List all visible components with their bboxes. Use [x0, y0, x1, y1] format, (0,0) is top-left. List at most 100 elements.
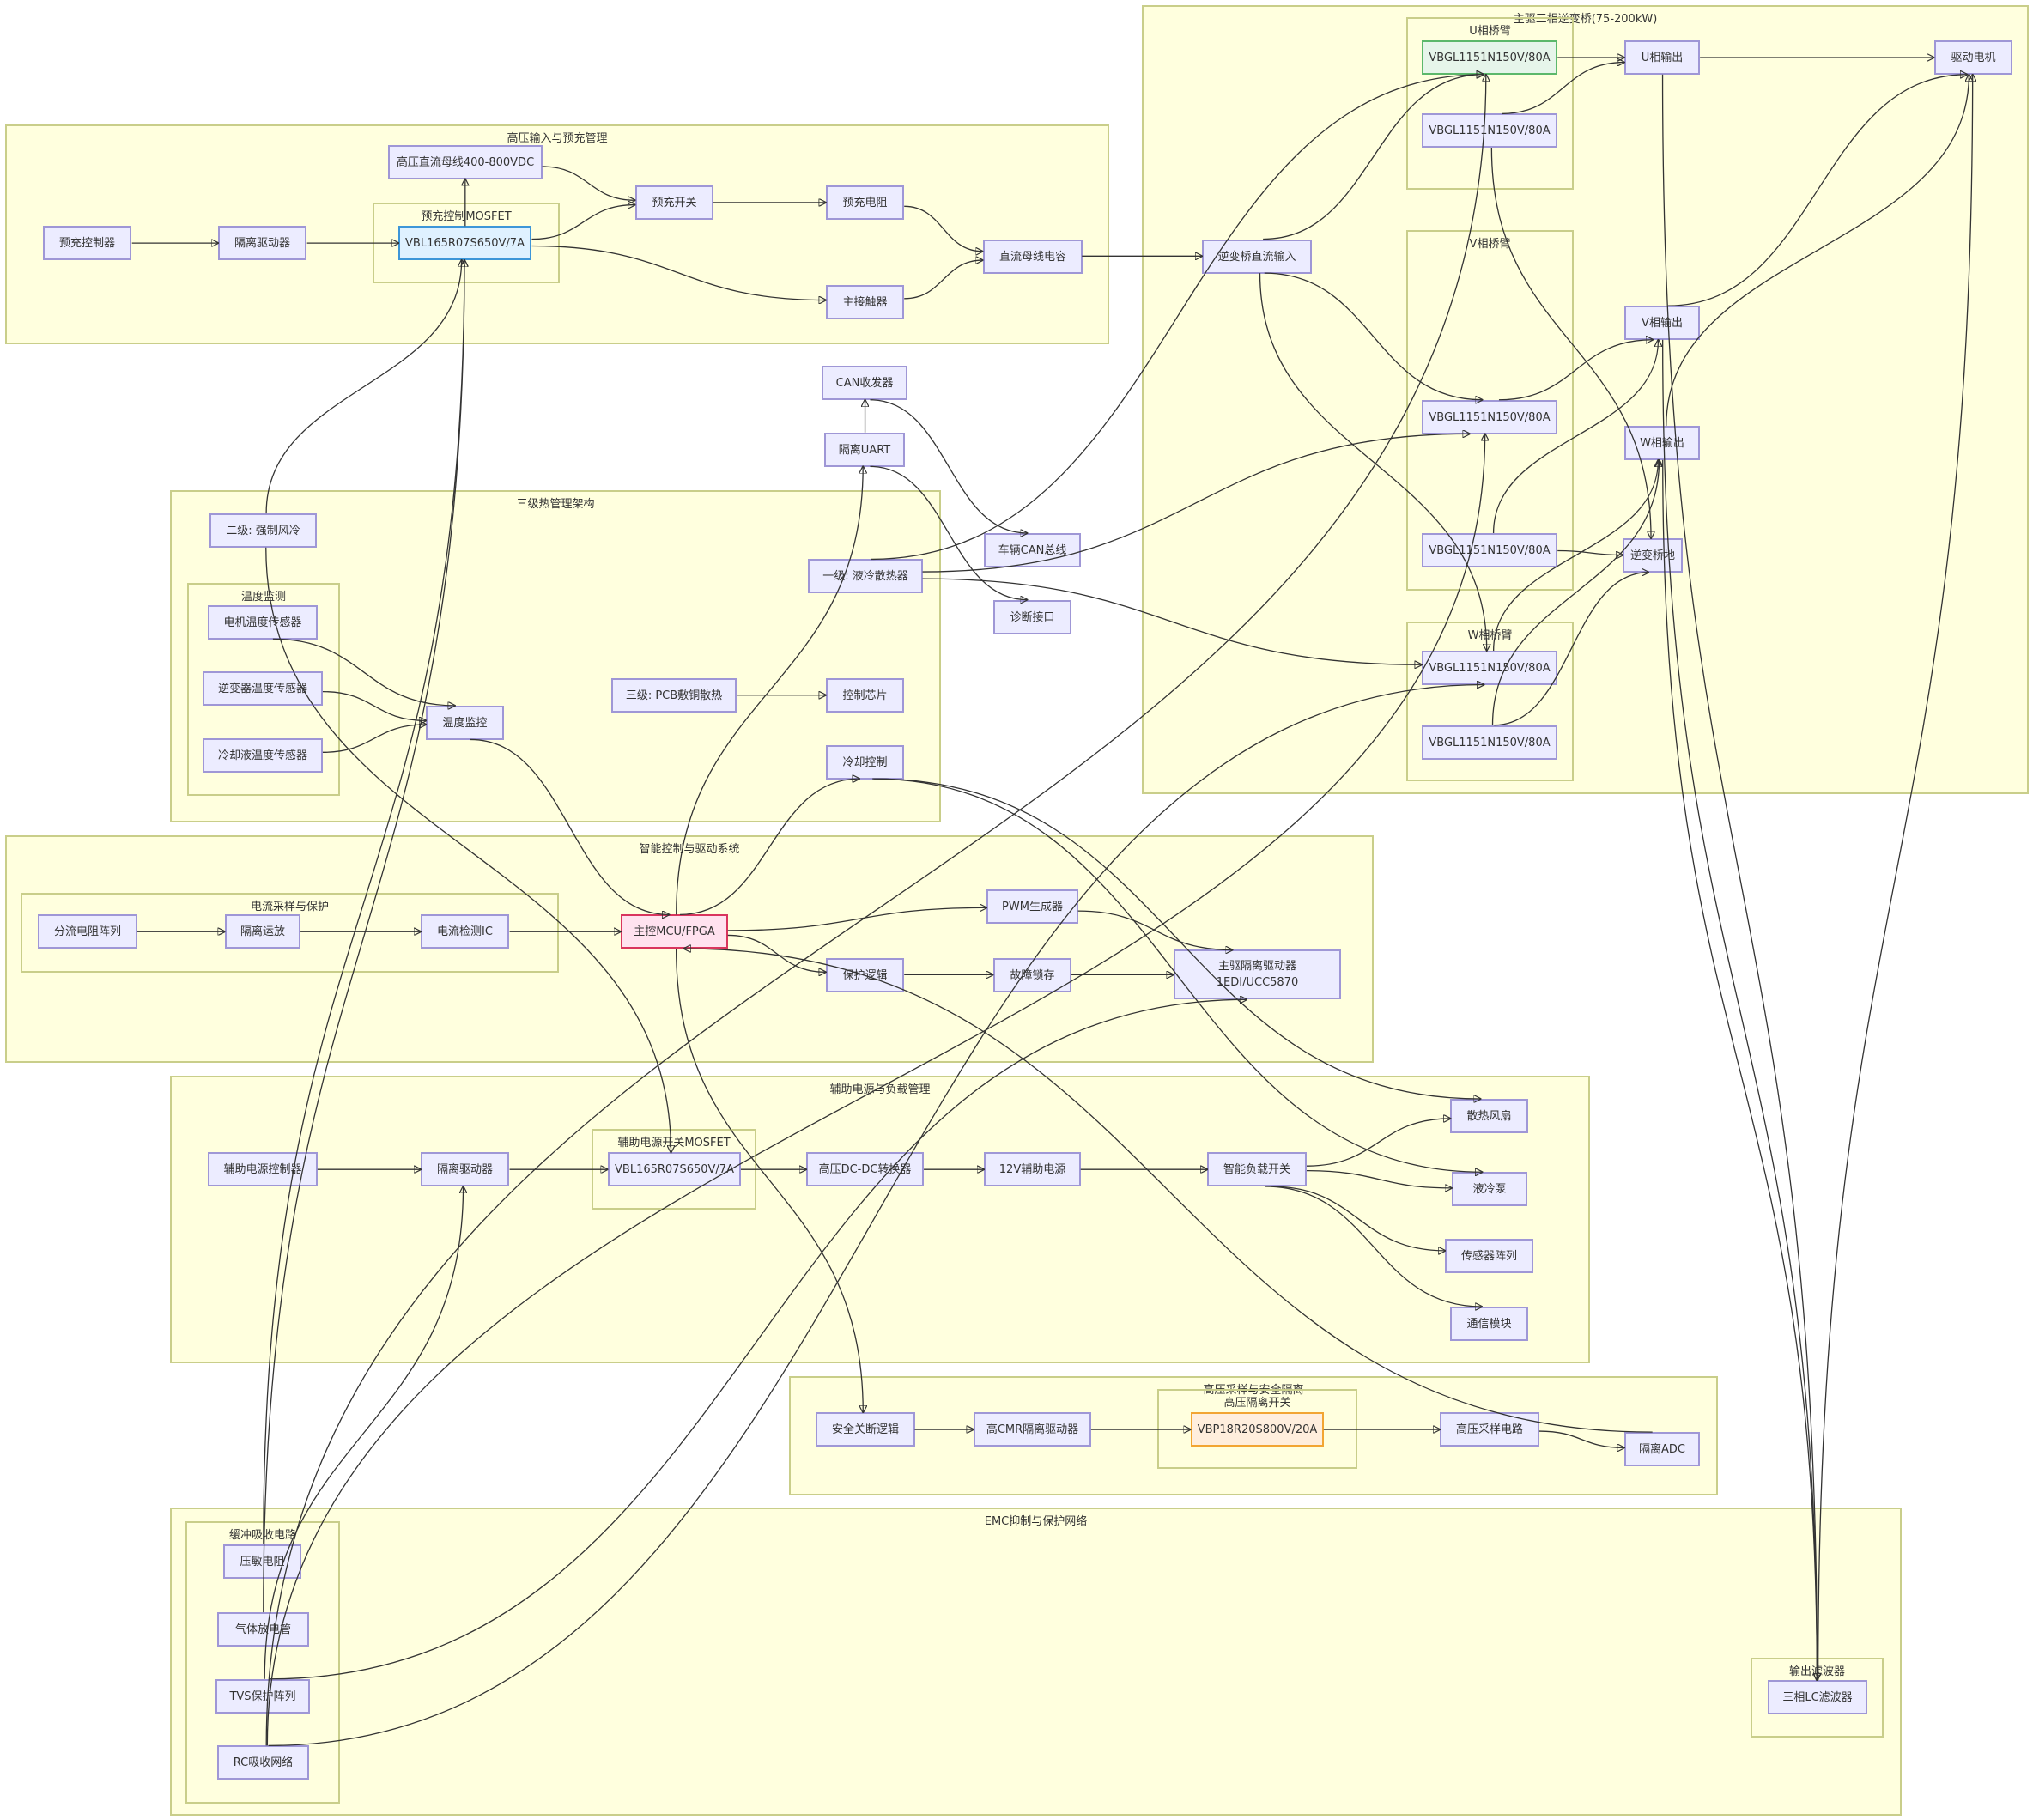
node-motor-temp[interactable]: 电机温度传感器: [208, 605, 318, 640]
node-varistor[interactable]: 压敏电阻: [223, 1544, 301, 1579]
node-cmr-driver[interactable]: 高CMR隔离驱动器: [974, 1412, 1091, 1447]
node-main-driver[interactable]: 主驱隔离驱动器 1EDI/UCC5870: [1174, 949, 1341, 999]
cluster-title: 三级热管理架构: [516, 498, 595, 511]
node-label: 车辆CAN总线: [998, 543, 1067, 557]
node-v-out[interactable]: V相输出: [1624, 306, 1700, 340]
node-precharge-ctrl[interactable]: 预充控制器: [43, 226, 131, 260]
node-mcu[interactable]: 主控MCU/FPGA: [621, 914, 728, 949]
node-u-high[interactable]: VBGL1151N150V/80A: [1422, 40, 1557, 75]
node-pump[interactable]: 液冷泵: [1452, 1172, 1527, 1206]
node-coolant-temp[interactable]: 冷却液温度传感器: [203, 738, 323, 773]
node-dc-cap[interactable]: 直流母线电容: [983, 240, 1083, 274]
node-smart-switch[interactable]: 智能负载开关: [1207, 1152, 1307, 1186]
node-inv-temp[interactable]: 逆变器温度传感器: [203, 671, 323, 706]
node-label: 辅助电源控制器: [223, 1162, 302, 1176]
node-u-out[interactable]: U相输出: [1624, 40, 1700, 75]
node-motor[interactable]: 驱动电机: [1934, 40, 2012, 75]
node-prot-logic[interactable]: 保护逻辑: [826, 958, 904, 992]
node-iso-adc[interactable]: 隔离ADC: [1624, 1432, 1700, 1466]
node-v-low[interactable]: VBGL1151N150V/80A: [1422, 533, 1557, 567]
node-safety-off[interactable]: 安全关断逻辑: [816, 1412, 915, 1447]
node-vehicle-can[interactable]: 车辆CAN总线: [984, 533, 1081, 567]
node-lc-filter[interactable]: 三相LC滤波器: [1768, 1680, 1867, 1714]
node-u-low[interactable]: VBGL1151N150V/80A: [1422, 113, 1557, 148]
node-lvl1-liquid[interactable]: 一级: 液冷散热器: [808, 559, 923, 593]
node-pre-switch[interactable]: 预充开关: [635, 185, 713, 220]
node-label: 电机温度传感器: [223, 616, 302, 629]
node-label: 安全关断逻辑: [831, 1423, 899, 1436]
node-label: 通信模块: [1466, 1317, 1512, 1331]
node-label: 隔离驱动器: [234, 236, 290, 250]
node-hv-dcdc[interactable]: 高压DC-DC转换器: [806, 1152, 924, 1186]
node-v-high[interactable]: VBGL1151N150V/80A: [1422, 400, 1557, 434]
node-main-contactor[interactable]: 主接触器: [826, 285, 904, 319]
node-pre-resistor[interactable]: 预充电阻: [826, 185, 904, 220]
node-pre-mosfet[interactable]: VBL165R07S650V/7A: [398, 226, 531, 260]
node-pwm[interactable]: PWM生成器: [986, 889, 1078, 924]
cluster-title: EMC抑制与保护网络: [984, 1515, 1088, 1528]
cluster-inverter: 主驱三相逆变桥(75-200kW): [1142, 5, 2029, 794]
node-label: 三级: PCB敷铜散热: [625, 689, 723, 702]
node-label: VBGL1151N150V/80A: [1429, 736, 1551, 749]
cluster-title: 智能控制与驱动系统: [639, 843, 740, 856]
node-ctrl-chip[interactable]: 控制芯片: [826, 678, 904, 713]
node-label: 主控MCU/FPGA: [634, 925, 715, 938]
node-hv-bus[interactable]: 高压直流母线400-800VDC: [388, 145, 543, 179]
node-iso-amp[interactable]: 隔离运放: [225, 914, 300, 949]
node-inv-dc-in[interactable]: 逆变桥直流输入: [1202, 240, 1312, 274]
node-label: 隔离UART: [838, 443, 891, 457]
node-iso-uart[interactable]: 隔离UART: [824, 433, 905, 467]
node-cool-ctrl[interactable]: 冷却控制: [826, 745, 904, 780]
node-can-tx[interactable]: CAN收发器: [822, 366, 907, 400]
cluster-title: 辅助电源与负载管理: [829, 1083, 931, 1096]
node-label: PWM生成器: [1002, 900, 1063, 913]
node-hv-sample-ckt[interactable]: 高压采样电路: [1440, 1412, 1539, 1447]
cluster-aux-power: 辅助电源与负载管理: [170, 1076, 1590, 1363]
node-label: W相输出: [1640, 436, 1684, 450]
node-sensor-array[interactable]: 传感器阵列: [1445, 1239, 1533, 1273]
cluster-title: 温度监测: [240, 591, 286, 604]
node-temp-mon[interactable]: 温度监控: [426, 706, 504, 740]
cluster-title: 输出滤波器: [1788, 1665, 1845, 1678]
node-comm-module[interactable]: 通信模块: [1450, 1307, 1528, 1341]
node-w-out[interactable]: W相输出: [1624, 426, 1700, 460]
node-label: 主驱隔离驱动器 1EDI/UCC5870: [1216, 960, 1299, 989]
node-label: 气体放电管: [234, 1623, 291, 1636]
cluster-title: 辅助电源开关MOSFET: [617, 1137, 731, 1150]
node-rc-snubber[interactable]: RC吸收网络: [217, 1745, 309, 1780]
cluster-title: 主驱三相逆变桥(75-200kW): [1513, 13, 1658, 26]
node-hv-switch[interactable]: VBP18R20S800V/20A: [1191, 1412, 1324, 1447]
node-aux-mosfet[interactable]: VBL165R07S650V/7A: [608, 1152, 741, 1186]
node-cur-ic[interactable]: 电流检测IC: [421, 914, 509, 949]
node-label: U相输出: [1641, 51, 1684, 64]
node-w-high[interactable]: VBGL1151N150V/80A: [1422, 651, 1557, 685]
node-label: 液冷泵: [1472, 1182, 1507, 1196]
node-label: 隔离ADC: [1639, 1442, 1685, 1456]
node-shunt[interactable]: 分流电阻阵列: [38, 914, 137, 949]
node-lvl3-pcb[interactable]: 三级: PCB敷铜散热: [611, 678, 737, 713]
node-label: VBL165R07S650V/7A: [615, 1162, 734, 1176]
node-inv-gnd[interactable]: 逆变桥地: [1623, 538, 1683, 573]
node-label: 三相LC滤波器: [1782, 1690, 1853, 1704]
cluster-title: 高压输入与预充管理: [507, 132, 608, 145]
node-aux-ctrl[interactable]: 辅助电源控制器: [208, 1152, 318, 1186]
node-tvs[interactable]: TVS保护阵列: [215, 1679, 310, 1714]
node-label: 逆变桥地: [1629, 549, 1675, 562]
node-label: VBGL1151N150V/80A: [1429, 410, 1551, 424]
node-label: 高压采样电路: [1455, 1423, 1523, 1436]
node-gdt[interactable]: 气体放电管: [217, 1612, 309, 1647]
node-lvl2-air[interactable]: 二级: 强制风冷: [209, 513, 317, 548]
node-label: 逆变器温度传感器: [217, 682, 307, 695]
node-iso-driver2[interactable]: 隔离驱动器: [421, 1152, 509, 1186]
node-w-low[interactable]: VBGL1151N150V/80A: [1422, 725, 1557, 760]
node-diag-port[interactable]: 诊断接口: [993, 600, 1071, 634]
node-aux-12v[interactable]: 12V辅助电源: [984, 1152, 1081, 1186]
node-label: 散热风扇: [1466, 1109, 1512, 1123]
cluster-title: 高压隔离开关: [1223, 1397, 1291, 1410]
node-label: 压敏电阻: [240, 1555, 285, 1568]
node-label: CAN收发器: [835, 376, 894, 390]
node-iso-driver1[interactable]: 隔离驱动器: [218, 226, 306, 260]
node-fault-latch[interactable]: 故障锁存: [993, 958, 1071, 992]
node-label: 隔离驱动器: [436, 1162, 493, 1176]
node-fan[interactable]: 散热风扇: [1450, 1099, 1528, 1133]
